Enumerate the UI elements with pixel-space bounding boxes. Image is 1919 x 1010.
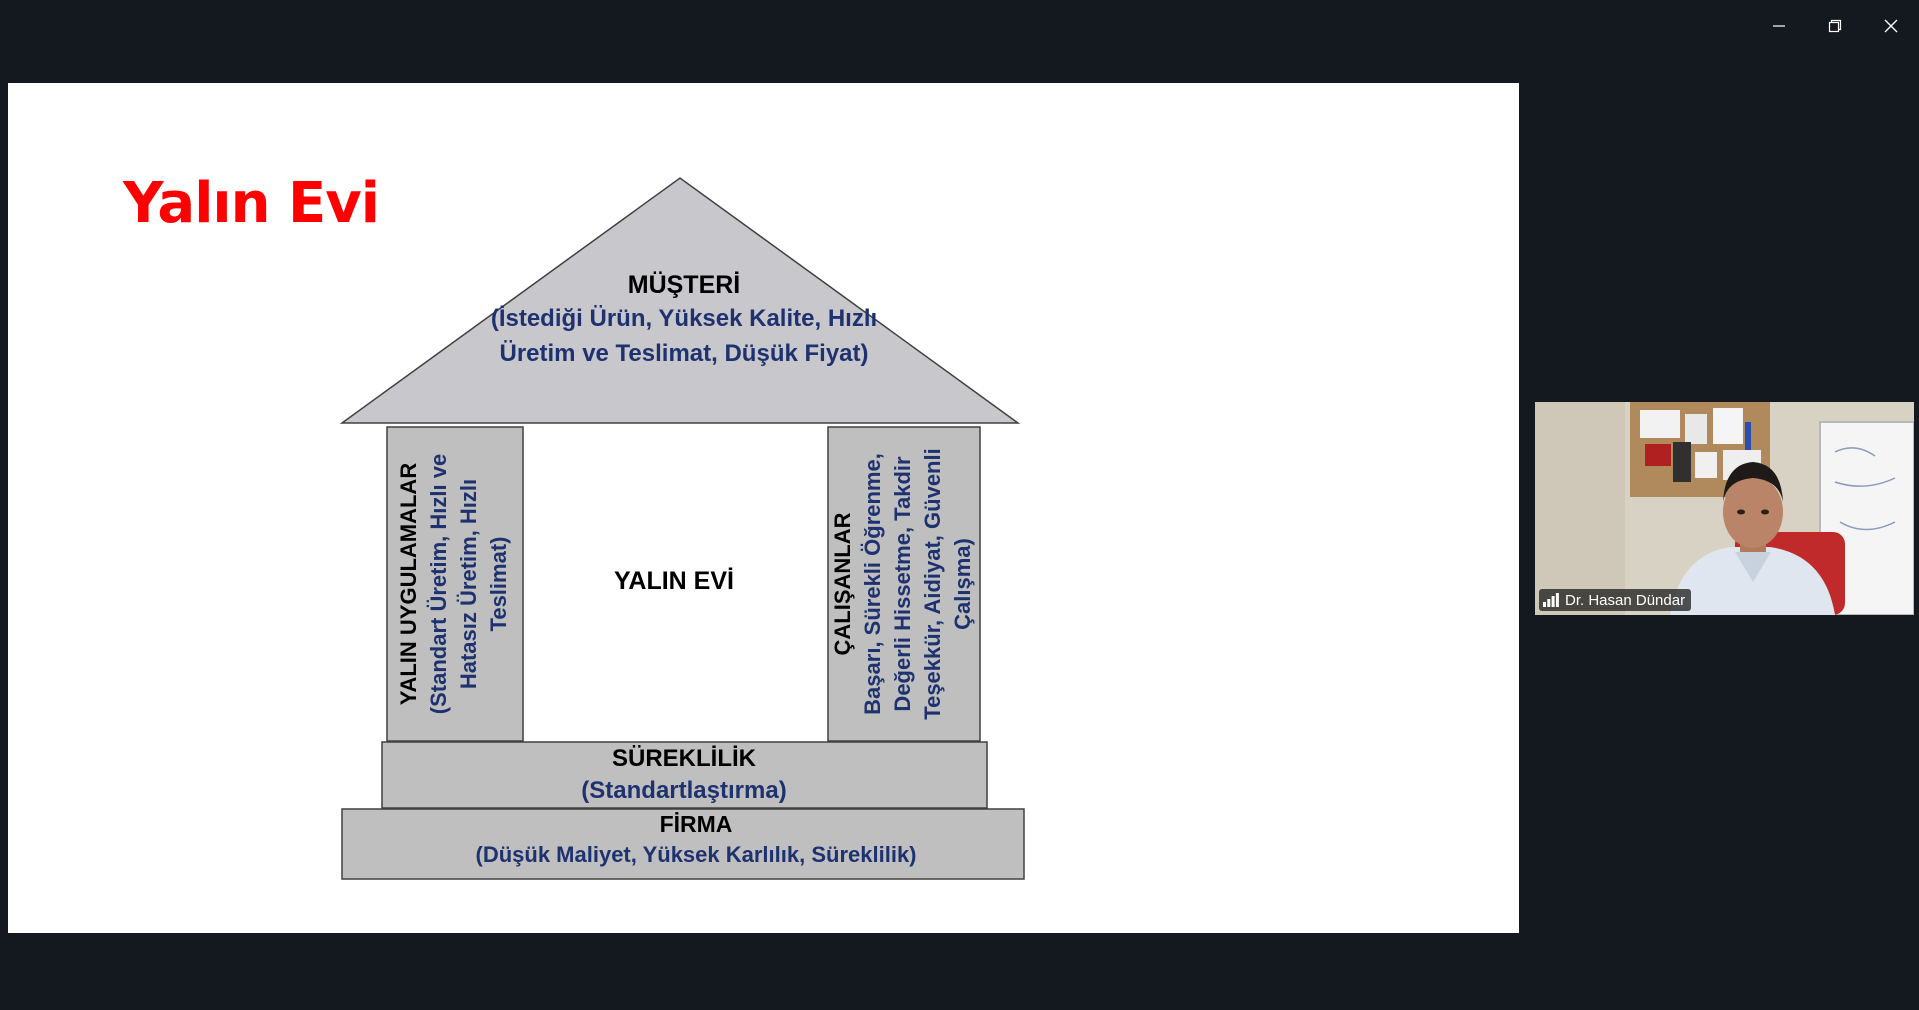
step-sub: (Standartlaştırma): [581, 777, 786, 804]
restore-icon: [1828, 19, 1842, 33]
roof-shape: [339, 177, 1021, 424]
left-pillar: [386, 426, 524, 742]
left-pillar-line-4: Teslimat): [486, 537, 511, 632]
participant-name-tag: Dr. Hasan Dündar: [1539, 589, 1692, 611]
right-pillar-line-5: Çalışma): [950, 538, 975, 630]
restore-button[interactable]: [1807, 0, 1863, 52]
right-pillar: [827, 426, 981, 742]
firm-base: [341, 808, 1025, 880]
roof-line-1: (İstediği Ürün, Yüksek Kalite, Hızlı: [491, 305, 877, 332]
participant-video: [1535, 402, 1914, 615]
participant-video-tile[interactable]: Dr. Hasan Dündar: [1535, 402, 1914, 615]
left-pillar-line-3: Hatasız Üretim, Hızlı: [456, 479, 481, 689]
left-pillar-line-1: YALIN UYGULAMALAR: [396, 463, 421, 706]
right-pillar-line-4: Teşekkür, Aidiyat, Güvenli: [920, 448, 945, 719]
base-heading: FİRMA: [660, 811, 733, 837]
signal-bars-icon: [1543, 593, 1559, 607]
right-pillar-line-2: Başarı, Sürekli Öğrenme,: [860, 453, 885, 715]
roof-heading: MÜŞTERİ: [628, 270, 741, 299]
minimize-button[interactable]: [1751, 0, 1807, 52]
participant-name: Dr. Hasan Dündar: [1565, 591, 1686, 609]
left-pillar-text: YALIN UYGULAMALAR (Standart Üretim, Hızl…: [396, 454, 511, 714]
center-label: YALIN EVİ: [614, 567, 734, 595]
shared-slide: Yalın Evi MÜŞTERİ (İstediği Ürün, Yüksek…: [8, 83, 1519, 933]
lean-house-diagram: MÜŞTERİ (İstediği Ürün, Yüksek Kalite, H…: [339, 177, 1025, 880]
step-heading: SÜREKLİLİK: [612, 745, 757, 772]
close-icon: [1884, 19, 1898, 33]
roof-line-2: Üretim ve Teslimat, Düşük Fiyat): [500, 340, 869, 367]
slide-title: Yalın Evi: [123, 171, 380, 236]
right-pillar-line-3: Değerli Hissetme, Takdir: [890, 456, 915, 712]
continuity-step: [381, 741, 988, 809]
right-pillar-line-1: ÇALIŞANLAR: [830, 512, 855, 655]
base-sub: (Düşük Maliyet, Yüksek Karlılık, Sürekli…: [476, 842, 917, 867]
left-pillar-line-2: (Standart Üretim, Hızlı ve: [426, 454, 451, 714]
right-pillar-text: ÇALIŞANLAR Başarı, Sürekli Öğrenme, Değe…: [830, 448, 975, 719]
close-button[interactable]: [1863, 0, 1919, 52]
minimize-icon: [1773, 25, 1785, 27]
window-controls: [1751, 0, 1919, 52]
